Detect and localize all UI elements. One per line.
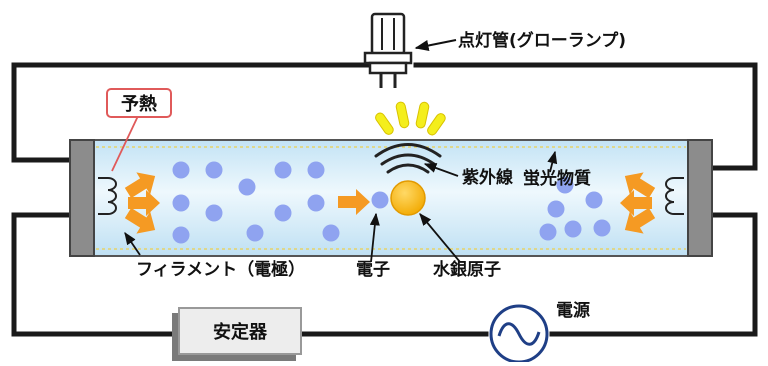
electron-dot [246, 224, 264, 242]
filament-coil-icon [665, 177, 684, 215]
label-pointers [111, 115, 558, 263]
electron-dot [274, 161, 292, 179]
ballast-box: 安定器 [178, 307, 302, 355]
electrode-cap-right [687, 139, 713, 257]
electron-arrow [338, 189, 370, 215]
electron-dot [322, 224, 340, 242]
electron-dot [593, 219, 611, 237]
ultraviolet-label: 紫外線 [462, 168, 513, 188]
electron-dot [205, 161, 223, 179]
electrons-right [539, 176, 611, 241]
glow-starter-pointer [414, 39, 457, 52]
electron-dot [172, 226, 190, 244]
electron-dot [205, 204, 223, 222]
electron-dot [238, 178, 256, 196]
sine-wave-icon [497, 322, 541, 346]
filament-coil-icon [98, 177, 117, 215]
light-rays [375, 101, 446, 136]
electron-dot [172, 161, 190, 179]
power-source [489, 304, 549, 364]
wire-top-left [11, 62, 383, 163]
electron-dot [307, 161, 325, 179]
electron-dot [564, 220, 582, 238]
power-source-label: 電源 [556, 301, 590, 321]
electron-dot [539, 223, 557, 241]
electron-dot [585, 191, 603, 209]
preheat-label: 予熱 [121, 94, 157, 115]
electron-dot [172, 194, 190, 212]
electrode-cap-left [69, 139, 95, 257]
preheat-callout: 予熱 [106, 88, 172, 118]
electron-label: 電子 [356, 260, 390, 280]
glow-starter-icon [363, 12, 413, 88]
circuit-wires [11, 62, 758, 337]
glow-starter-label: 点灯管(グローランプ) [458, 31, 627, 51]
electrons-left [172, 161, 340, 244]
mercury-atom-label: 水銀原子 [433, 260, 501, 280]
wire-top-right [413, 62, 758, 171]
electron-dot [274, 204, 292, 222]
heat-arrows-right [620, 172, 656, 234]
electron-dot [371, 191, 389, 209]
filament-label: フィラメント（電極） [136, 260, 306, 280]
ballast-label: 安定器 [213, 322, 267, 343]
phosphor-label: 蛍光物質 [523, 169, 591, 189]
wire-bottom-left [11, 212, 181, 337]
wire-bottom-right [549, 212, 758, 337]
electron-dot [556, 176, 574, 194]
heat-arrows-left [124, 172, 160, 234]
mercury-atom [390, 180, 426, 216]
electron-dot [307, 194, 325, 212]
electron-dot [547, 200, 565, 218]
